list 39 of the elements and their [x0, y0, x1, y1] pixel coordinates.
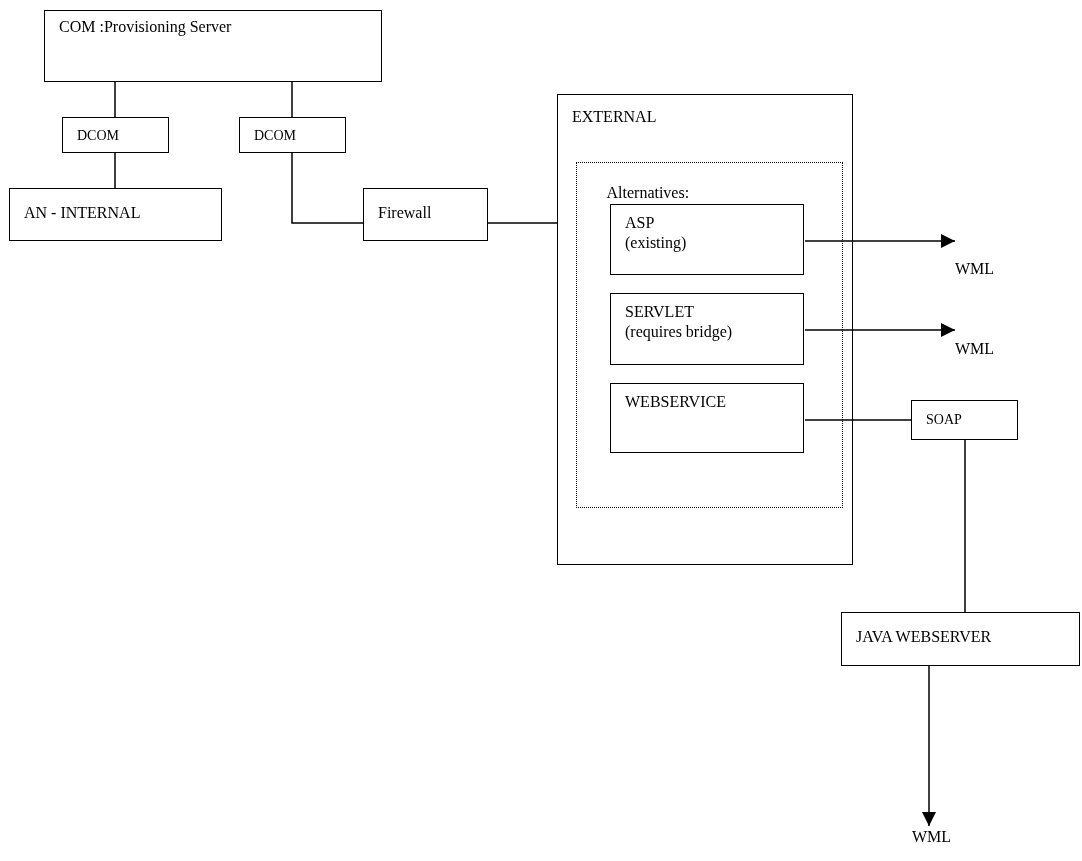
process-box	[62, 117, 169, 153]
process-box	[911, 400, 1018, 440]
connector-line	[114, 81, 116, 118]
connector-line	[487, 222, 558, 224]
box-label: SERVLET	[625, 302, 695, 322]
container-box	[557, 94, 853, 565]
box-label: EXTERNAL	[572, 107, 658, 127]
connector-line	[291, 152, 364, 224]
process-box	[610, 383, 804, 453]
text-label: WML	[955, 338, 1005, 366]
box-label: WEBSERVICE	[625, 392, 727, 412]
process-box	[9, 188, 222, 241]
text-label: WML	[955, 258, 1005, 286]
connector-line	[804, 419, 912, 421]
box-label: AN - INTERNAL	[24, 203, 142, 223]
dotted-group-box	[575, 161, 843, 508]
box-label: COM :Provisioning Server	[59, 17, 233, 37]
process-box	[44, 10, 382, 82]
box-label: Firewall	[378, 203, 433, 223]
process-box	[363, 188, 488, 241]
connector-line	[114, 152, 116, 189]
box-label: Alternatives:	[606, 182, 691, 203]
arrow	[922, 665, 936, 827]
arrow	[804, 234, 956, 248]
process-box	[610, 293, 804, 365]
process-box	[239, 117, 346, 153]
box-label: DCOM	[254, 127, 297, 145]
box-label: (requires bridge)	[625, 322, 734, 342]
box-label: SOAP	[926, 411, 963, 429]
box-label: ASP	[625, 213, 656, 233]
box-label: (existing)	[625, 233, 688, 253]
connector-line	[291, 81, 293, 118]
process-box	[841, 612, 1080, 666]
connector-line	[964, 439, 966, 613]
process-box	[610, 204, 804, 275]
box-label: DCOM	[77, 127, 120, 145]
text-label: WML	[912, 826, 962, 854]
arrow	[804, 323, 956, 337]
box-label: JAVA WEBSERVER	[856, 627, 993, 647]
